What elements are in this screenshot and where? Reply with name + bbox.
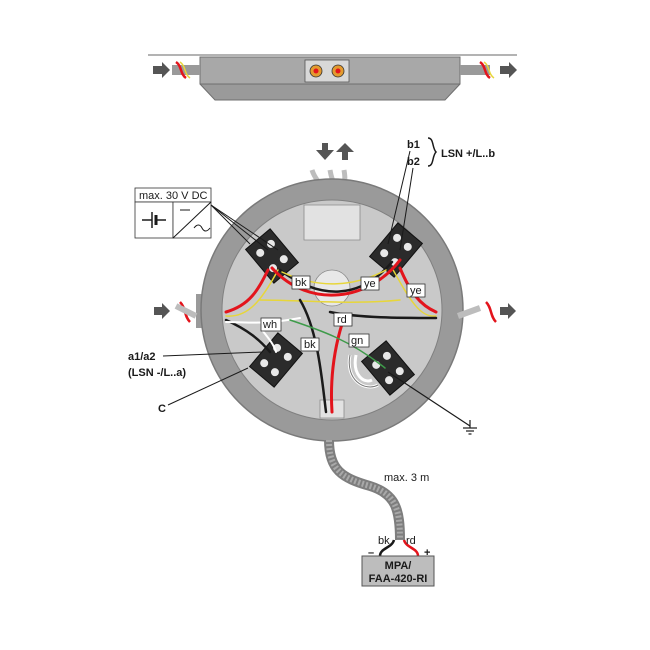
wire-tag-gn: gn <box>348 333 370 348</box>
ground-icon <box>387 371 477 435</box>
svg-text:+: + <box>424 547 430 559</box>
svg-text:bk: bk <box>378 535 390 547</box>
side-right-cable <box>460 60 517 80</box>
side-left-cable <box>153 60 200 80</box>
svg-text:rd: rd <box>406 535 416 547</box>
cable-entry-arrow-icon <box>154 303 170 319</box>
cable-entry-arrow-icon <box>500 62 517 78</box>
svg-text:(LSN -/L..a): (LSN -/L..a) <box>128 367 186 379</box>
voltage-box: max. 30 V DC <box>134 187 279 251</box>
base-right-cable <box>456 301 516 323</box>
device-box: bk rd – + MPA/ FAA-420-RI <box>361 535 435 587</box>
flex-cable <box>324 439 405 541</box>
wire-tag-ye2: ye <box>406 283 426 298</box>
svg-text:gn: gn <box>351 335 363 347</box>
svg-text:b2: b2 <box>407 156 420 168</box>
side-view-terminals <box>304 59 350 83</box>
wire-tag-rd: rd <box>333 312 353 327</box>
arrow-up-icon <box>336 143 354 160</box>
svg-text:LSN +/L..b: LSN +/L..b <box>441 148 495 160</box>
svg-text:b1: b1 <box>407 139 420 151</box>
side-view <box>148 54 517 101</box>
detector-base <box>196 178 464 442</box>
base-left-cable <box>154 301 198 323</box>
arrow-down-icon <box>316 143 334 160</box>
wire-tag-bk2: bk <box>300 337 320 352</box>
svg-text:MPA/: MPA/ <box>385 560 412 572</box>
terminal-block-top-right <box>368 222 424 278</box>
svg-text:wh: wh <box>262 319 277 331</box>
svg-text:bk: bk <box>295 277 307 289</box>
svg-text:bk: bk <box>304 339 316 351</box>
wire-tag-bk1: bk <box>291 275 311 290</box>
cable-entry-arrow-icon <box>153 62 170 78</box>
svg-text:a1/a2: a1/a2 <box>128 351 156 363</box>
svg-text:C: C <box>158 403 166 415</box>
svg-text:rd: rd <box>337 314 347 326</box>
label-a1-a2: a1/a2 (LSN -/L..a) <box>128 351 263 379</box>
terminal-block-bottom-left <box>248 332 304 388</box>
label-b1-b2: b1 b2 LSN +/L..b <box>387 137 495 251</box>
wire-tag-wh: wh <box>260 317 282 332</box>
wire-tag-ye1: ye <box>360 276 380 291</box>
svg-text:ye: ye <box>410 285 422 297</box>
svg-text:–: – <box>368 547 374 559</box>
max-length-label: max. 3 m <box>384 472 429 484</box>
svg-text:max. 30 V DC: max. 30 V DC <box>139 190 208 202</box>
ac-voltage-icon <box>172 201 212 239</box>
wires <box>224 258 438 414</box>
svg-text:FAA-420-RI: FAA-420-RI <box>369 573 428 585</box>
dc-voltage-icon <box>142 212 166 228</box>
cable-entry-arrow-icon <box>500 303 516 319</box>
svg-text:ye: ye <box>364 278 376 290</box>
label-c: C <box>158 367 249 415</box>
